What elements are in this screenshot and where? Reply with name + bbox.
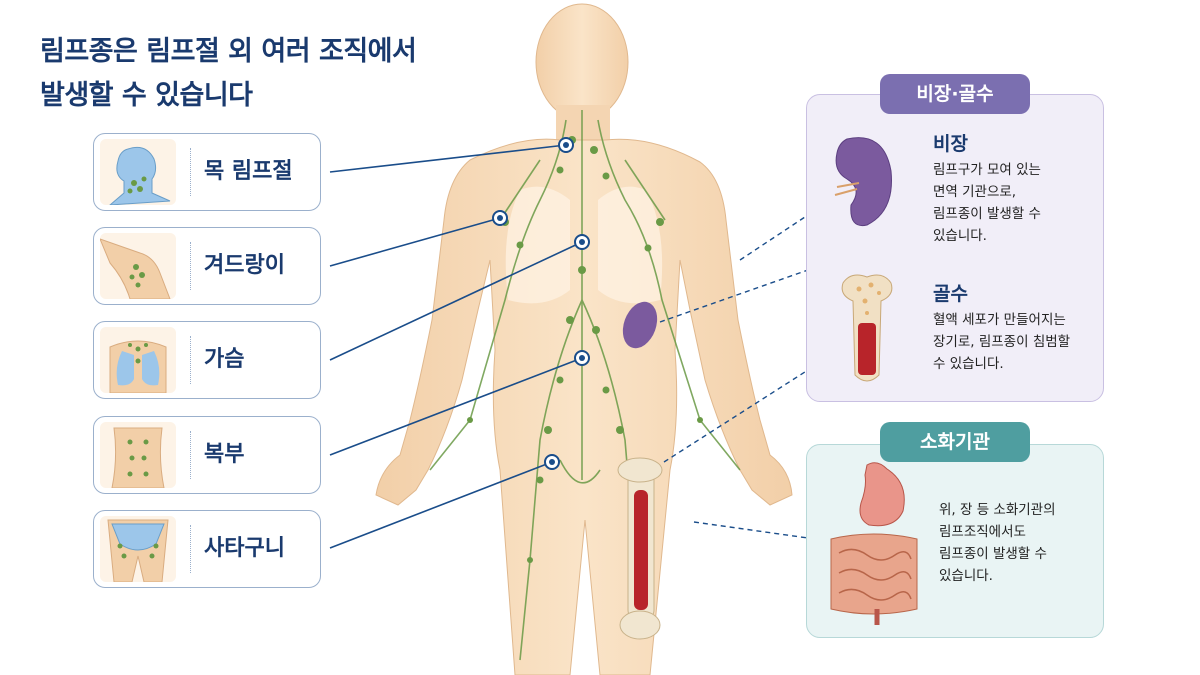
connector-lines (329, 144, 583, 549)
body-femur (617, 457, 663, 640)
region-label: 사타구니 (204, 536, 285, 561)
spleen-illustration (834, 137, 892, 227)
bone-marrow-illustration (841, 274, 893, 382)
region-label: 목 림프절 (204, 159, 293, 184)
region-label: 복부 (204, 442, 245, 467)
card-divider (190, 148, 192, 196)
region-card-5: 사타구니 (93, 510, 321, 588)
abdomen-icon (100, 422, 176, 488)
digestive-tag: 소화기관 (880, 422, 1030, 462)
spleen-title: 비장 (933, 133, 968, 155)
body-spleen (622, 301, 658, 349)
panel-dashed-lines (659, 214, 809, 539)
description-line: 있습니다. (939, 568, 993, 584)
armpit-icon (100, 233, 176, 299)
neck-icon (100, 139, 176, 205)
description-line: 면역 기관으로, (933, 184, 1017, 200)
region-card-3: 가슴 (93, 321, 321, 399)
description-line: 림프조직에서도 (939, 524, 1026, 540)
card-divider (190, 242, 192, 290)
body-lungs (505, 186, 570, 304)
region-card-2: 겨드랑이 (93, 227, 321, 305)
description-line: 장기로, 림프종이 침범할 (933, 334, 1071, 350)
title-line-2: 발생할 수 있습니다 (40, 80, 253, 111)
description-line: 림프구가 모여 있는 (933, 162, 1041, 178)
region-card-1: 목 림프절 (93, 133, 321, 211)
title-line-1: 림프종은 림프절 외 여러 조직에서 (40, 36, 417, 67)
card-divider (190, 336, 192, 384)
card-divider (190, 431, 192, 479)
groin-icon (100, 516, 176, 582)
description-line: 림프종이 발생할 수 (939, 546, 1047, 562)
description-line: 수 있습니다. (933, 356, 1004, 372)
body-head (535, 3, 629, 121)
body-torso (375, 138, 793, 675)
region-card-4: 복부 (93, 416, 321, 494)
description-line: 있습니다. (933, 228, 987, 244)
spleen-bone-tag: 비장·골수 (880, 74, 1030, 114)
digestive-illustration (830, 462, 918, 625)
description-line: 림프종이 발생할 수 (933, 206, 1041, 222)
bone-marrow-title: 골수 (933, 283, 968, 305)
region-label: 가슴 (204, 347, 245, 372)
description-line: 혈액 세포가 만들어지는 (933, 312, 1066, 328)
description-line: 위, 장 등 소화기관의 (939, 502, 1056, 518)
page-title: 림프종은 림프절 외 여러 조직에서 발생할 수 있습니다 (40, 30, 520, 118)
chest-icon (100, 327, 176, 393)
lymph-nodes (467, 136, 703, 563)
region-label: 겨드랑이 (204, 253, 285, 278)
lymph-network (429, 110, 741, 661)
card-divider (190, 525, 192, 573)
